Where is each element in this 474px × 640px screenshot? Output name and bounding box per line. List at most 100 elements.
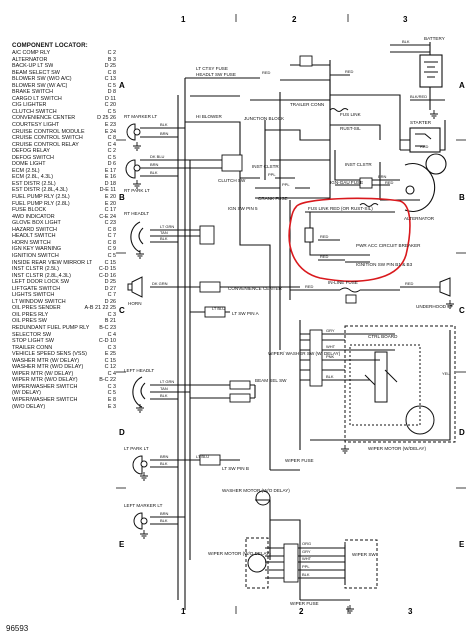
left-headlight-icon — [132, 376, 143, 408]
locator-row: CIG LIGHTER C 20 — [12, 102, 116, 109]
wire-tag: LT GRN — [160, 379, 174, 384]
locator-component-name: DEFOG SWITCH — [12, 154, 54, 161]
wiper-motor-nodelay-box — [245, 537, 378, 589]
label-fus-link-red: FUS LINK RED (OR RUST-SIL) — [308, 206, 373, 211]
grid-row-ticks — [116, 139, 466, 489]
locator-component-name: BLOWER SW (W/ A/C) — [12, 82, 68, 89]
locator-grid-ref: D 27 — [104, 285, 116, 292]
starter-solenoid-icon — [409, 127, 441, 153]
label-rt-park: RT PARK LT — [124, 188, 150, 193]
locator-grid-ref: D 26 — [104, 298, 116, 305]
ground-icon — [346, 605, 354, 614]
locator-grid-ref: C 20 — [104, 102, 116, 109]
label-lt-park: LT PARK LT — [124, 446, 149, 451]
locator-component-name: IGN KEY WARNING — [12, 246, 62, 253]
label-lt-sw-pin-b: LT SW PIN B — [222, 466, 249, 471]
wire-tag: BRN — [160, 454, 169, 459]
connectors — [199, 55, 373, 583]
locator-grid-ref: C 5 — [107, 108, 116, 115]
wire-tag: BRN — [160, 131, 169, 136]
wire-tag: LT BLU — [212, 306, 225, 311]
wire-tag: ORG — [302, 541, 311, 546]
wire-tag: LT BLU — [196, 454, 209, 459]
locator-grid-ref: D-E 11 — [99, 187, 116, 194]
locator-component-name: HEADLT SWITCH — [12, 233, 56, 240]
locator-grid-ref: C 3 — [107, 311, 116, 318]
locator-component-name: COURTESY LIGHT — [12, 122, 60, 129]
locator-grid-ref: C 4 — [107, 331, 116, 338]
locator-component-name: HAZARD SWITCH — [12, 226, 57, 233]
locator-grid-ref: B-C 23 — [99, 324, 116, 331]
grid-row-b-right: B — [459, 193, 465, 202]
locator-component-name: BLOWER SW (W/O A/C) — [12, 76, 72, 83]
ground-symbols — [133, 110, 454, 614]
locator-grid-ref: C-E 24 — [99, 213, 116, 220]
label-ign-sw-pins: IGNITION SW PIN B1 & B3 — [356, 262, 413, 267]
wire-tag: RED — [385, 180, 394, 185]
ground-icon — [140, 472, 148, 481]
locator-grid-ref: E 24 — [104, 128, 116, 135]
connector — [229, 393, 251, 403]
label-wiper-fuse: WIPER FUSE — [285, 458, 314, 463]
locator-grid-ref: E 25 — [104, 351, 116, 358]
locator-component-name: CRUISE CONTROL MODULE — [12, 128, 85, 135]
alternator-icon — [404, 162, 436, 213]
label-pwr-acc: PWR ACC CIRCUIT BREAKER — [356, 243, 421, 248]
label-lt-sw: LT SW PIN A — [232, 311, 260, 316]
label-left-headlt: LEFT HEADLT — [124, 368, 154, 373]
grid-row-c-left: C — [119, 306, 125, 315]
label-clutch-sw: CLUTCH SW — [218, 178, 246, 183]
label-in-line-fuse: IN-LINE FUSE — [328, 280, 358, 285]
locator-component-name: SELECTOR SW — [12, 331, 52, 338]
locator-row: VEHICLE SPEED SENS (VSS)E 25 — [12, 351, 116, 358]
wire-tag: TAN — [160, 386, 168, 391]
locator-component-name: BEAM SELECT SW — [12, 69, 60, 76]
locator-grid-ref: C 15 — [104, 259, 116, 266]
wire-tag: BLK — [160, 518, 168, 523]
locator-component-name: WASHER MTR (W/ DELAY) — [12, 357, 80, 364]
grid-col-3-bottom: 3 — [408, 607, 413, 616]
locator-row: SELECTOR SW C 4 — [12, 332, 116, 339]
grid-row-a-left: A — [119, 81, 125, 90]
locator-grid-ref: D 18 — [104, 180, 116, 187]
wiper-motor-nodelay-icon — [247, 553, 267, 573]
washer-motor-icon — [255, 490, 271, 506]
locator-component-name: ALTERNATOR — [12, 56, 48, 63]
locator-grid-ref: D 11 — [105, 95, 116, 102]
wire-tag: PPL — [282, 182, 290, 187]
label-inst-clstr2: INST CLSTR — [345, 162, 372, 167]
locator-component-name: CIG LIGHTER — [12, 102, 47, 109]
locator-component-name: STOP LIGHT SW — [12, 338, 54, 345]
locator-component-name: CONVENIENCE CENTER — [12, 115, 76, 122]
washer-components — [255, 351, 388, 506]
wire-tag: BLK — [160, 236, 168, 241]
locator-component-name: LIFTGATE SWITCH — [12, 285, 61, 292]
starter-component — [409, 127, 447, 175]
wire-tag: BLK — [160, 461, 168, 466]
battery-icon — [419, 54, 443, 88]
wire-tag: RED — [320, 234, 329, 239]
ground-icon — [446, 300, 454, 309]
locator-grid-ref: A-B 21 22 25 — [84, 305, 116, 312]
washer-switch-icon — [374, 351, 388, 403]
locator-grid-ref: D 25 — [104, 63, 116, 70]
circuit-breaker-icon — [304, 227, 314, 243]
label-battery: BATTERY — [424, 36, 445, 41]
connector — [199, 454, 221, 466]
wiper-motor-icon — [405, 405, 435, 435]
locator-component-name: (W/ DELAY) — [12, 390, 41, 397]
locator-component-name: CRUISE CONTROL SWITCH — [12, 135, 83, 142]
grid-col-3-top: 3 — [403, 15, 408, 24]
